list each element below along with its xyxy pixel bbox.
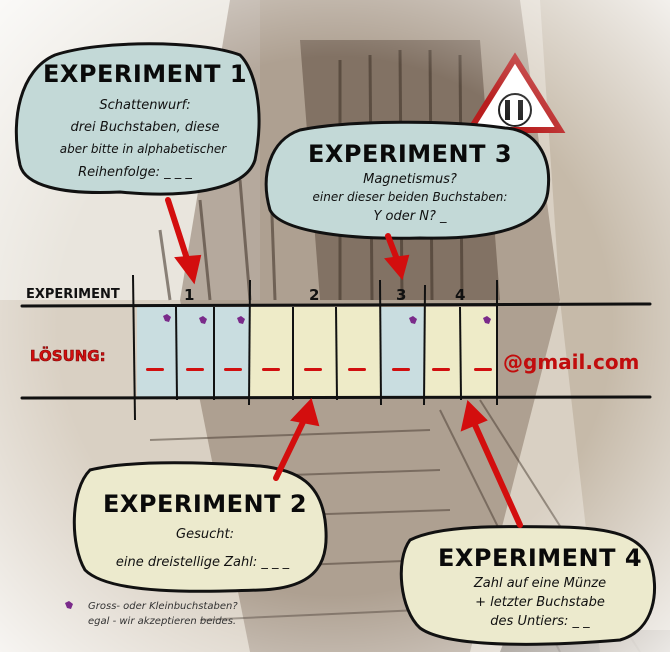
- answer-slot-2[interactable]: [186, 368, 204, 371]
- case-marker-icon: [163, 314, 171, 322]
- footnote-line-1: Gross- oder Kleinbuchstaben?: [88, 601, 238, 612]
- column-number-3: 3: [396, 286, 407, 304]
- case-marker-icon: [237, 316, 245, 324]
- email-suffix: @gmail.com: [503, 350, 640, 374]
- experiment-4-line-3: des Untiers: _ _: [490, 614, 590, 629]
- case-marker-icon: [409, 316, 417, 324]
- answer-slot-7[interactable]: [392, 368, 410, 371]
- answer-slot-5[interactable]: [304, 368, 322, 371]
- answer-slot-4[interactable]: [262, 368, 280, 371]
- experiment-3-line-1: Magnetismus?: [363, 172, 457, 187]
- column-number-2: 2: [309, 286, 320, 304]
- experiment-4-line-2: + letzter Buchstabe: [475, 595, 605, 610]
- experiment-3-title: EXPERIMENT 3: [307, 140, 513, 168]
- experiment-1-line-4: Reihenfolge: _ _ _: [78, 165, 192, 180]
- experiment-4-title: EXPERIMENT 4: [437, 544, 643, 572]
- answer-slot-3[interactable]: [224, 368, 242, 371]
- column-number-4: 4: [455, 286, 466, 304]
- column-number-1: 1: [184, 286, 195, 304]
- case-marker-icon: [483, 316, 491, 324]
- experiment-1-line-1: Schattenwurf:: [99, 98, 191, 113]
- experiment-2-title: EXPERIMENT 2: [102, 490, 308, 518]
- solution-label: LÖSUNG:: [30, 347, 106, 366]
- answer-slot-9[interactable]: [474, 368, 492, 371]
- footnote-line-2: egal - wir akzeptieren beides.: [88, 616, 237, 627]
- experiment-1-title: EXPERIMENT 1: [42, 60, 248, 88]
- answer-slot-8[interactable]: [432, 368, 450, 371]
- experiment-3-line-3: Y oder N? _: [373, 209, 447, 224]
- experiment-1-line-2: drei Buchstaben, diese: [70, 120, 220, 135]
- experiment-1-line-3: aber bitte in alphabetischer: [59, 142, 227, 156]
- experiment-header-label: EXPERIMENT: [26, 287, 120, 302]
- experiment-2-line-2: eine dreistellige Zahl: _ _ _: [115, 555, 290, 570]
- footnote-marker-icon: [65, 601, 73, 609]
- case-marker-icon: [199, 316, 207, 324]
- answer-slot-1[interactable]: [146, 368, 164, 371]
- experiment-4-line-1: Zahl auf eine Münze: [473, 576, 607, 591]
- experiment-3-line-2: einer dieser beiden Buchstaben:: [312, 190, 508, 204]
- answer-slot-6[interactable]: [348, 368, 366, 371]
- experiment-2-line-1: Gesucht:: [176, 527, 234, 542]
